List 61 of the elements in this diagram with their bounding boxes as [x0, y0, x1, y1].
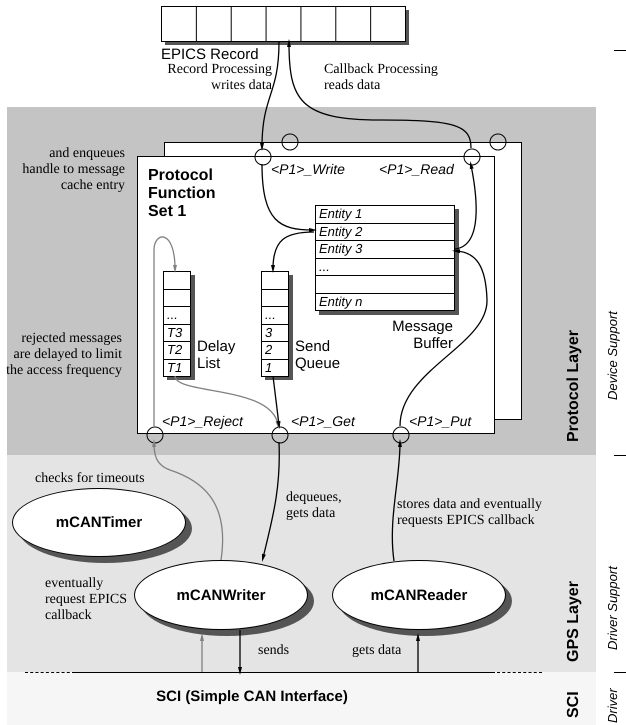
port-label: <P1>_Get — [291, 413, 355, 429]
edge-label: gets data — [352, 643, 402, 659]
edge-label: dequeues, gets data — [286, 490, 343, 522]
layer-title: GPS Layer — [565, 580, 583, 662]
layer-title: Protocol Layer — [565, 328, 583, 442]
layer-band — [7, 107, 596, 455]
queue-slot: ... — [163, 307, 191, 324]
port-circle — [489, 133, 507, 151]
queue-slot: T2 — [163, 342, 191, 360]
edge-label: stores data and eventually requests EPICS callback — [397, 497, 544, 529]
buffer-entry: Entity 3 — [315, 241, 455, 258]
buffer-entry: Entity 1 — [315, 206, 455, 224]
annotation: and enqueues handle to message cache entry — [21, 146, 125, 194]
arrow — [271, 231, 314, 273]
port-label: <P1>_Put — [409, 413, 472, 429]
layer-band — [7, 672, 596, 725]
buffer-entry: Entity n — [315, 294, 455, 311]
arrow — [174, 376, 280, 429]
queue-slot: 2 — [261, 342, 289, 360]
annotation: checks for timeouts — [35, 471, 146, 487]
queue-label: Delay List — [197, 338, 236, 372]
layer-title: SCI — [565, 690, 583, 718]
arrow — [454, 161, 477, 250]
arrow — [392, 439, 402, 562]
layer-note: Driver — [605, 687, 620, 723]
port-circle — [281, 133, 299, 151]
arrow — [200, 633, 204, 672]
arrow — [238, 630, 242, 675]
arrow — [261, 164, 317, 232]
arrow — [416, 633, 420, 672]
queue-label: Send Queue — [295, 338, 342, 372]
port-label: <P1>_Write — [271, 161, 345, 177]
annotation: rejected messages are delayed to limit the access frequency — [5, 331, 122, 379]
arrow — [260, 42, 280, 151]
queue-slot: T3 — [163, 324, 191, 342]
arrow — [272, 376, 280, 429]
buffer-entry: ... — [315, 258, 455, 276]
edge-label: sends — [258, 643, 290, 659]
port-label: <P1>_Reject — [162, 413, 243, 429]
arrow — [152, 439, 224, 560]
buffer-label: Message Buffer — [391, 318, 453, 352]
queue-slot: ... — [261, 307, 289, 324]
annotation: eventually request EPICS callback — [45, 576, 128, 624]
queue-slot: T1 — [163, 360, 191, 377]
arrow — [399, 249, 488, 426]
arrow — [262, 442, 280, 562]
edge-label: Callback Processing reads data — [324, 62, 439, 94]
buffer-entry — [315, 276, 455, 294]
arrow — [153, 236, 177, 426]
record-label: EPICS Record — [161, 46, 259, 63]
box-title: Protocol Function Set 1 — [148, 167, 217, 221]
queue-slot: 1 — [261, 360, 289, 377]
layer-note: Driver Support — [605, 564, 620, 650]
arrow — [287, 39, 472, 148]
queue-slot: 3 — [261, 324, 289, 342]
buffer-entry: Entity 2 — [315, 224, 455, 241]
layer-band — [7, 455, 596, 672]
band-title: SCI (Simple CAN Interface) — [155, 688, 349, 705]
layer-note: Device Support — [605, 310, 620, 400]
port-label: <P1>_Read — [379, 161, 454, 177]
edge-label: Record Processing writes data — [166, 62, 272, 94]
